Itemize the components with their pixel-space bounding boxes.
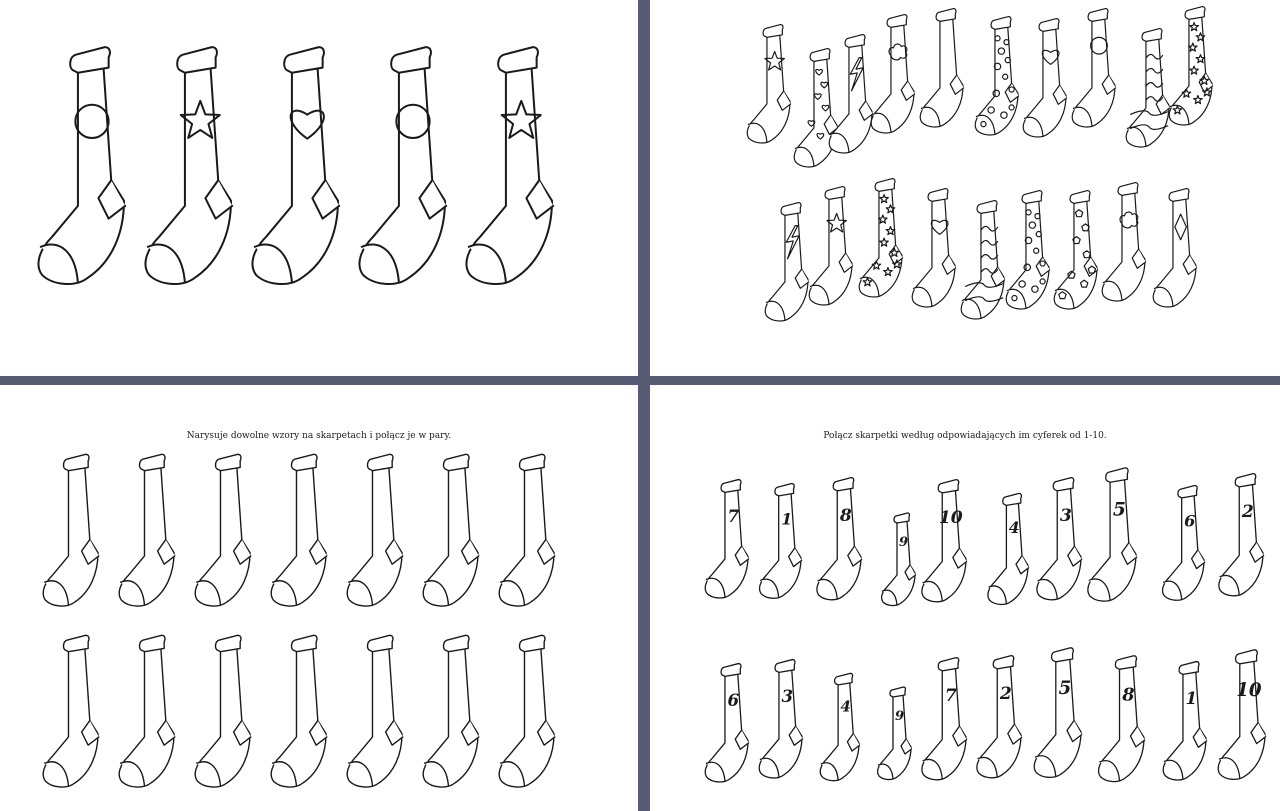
sock-drawing — [42, 453, 556, 788]
worksheet-instruction: Narysuje dowolne wzory na skarpetach i p… — [186, 431, 452, 441]
sock — [1101, 181, 1147, 302]
sock — [251, 46, 341, 285]
svg-text:4: 4 — [840, 698, 851, 716]
sock: 7 — [704, 478, 750, 599]
sock — [960, 199, 1006, 320]
worksheet-draw-patterns: Narysuje dowolne wzory na skarpetach i p… — [0, 385, 638, 811]
sock — [270, 453, 328, 607]
sock — [808, 185, 854, 306]
sock — [1071, 7, 1117, 128]
sock — [974, 15, 1020, 136]
sock — [793, 47, 839, 168]
svg-text:1: 1 — [1185, 688, 1197, 708]
sock — [1053, 189, 1099, 310]
worksheet-match-numbers: Połącz skarpetki według odpowiadających … — [650, 385, 1280, 811]
sock — [870, 13, 916, 134]
svg-text:2: 2 — [1241, 502, 1254, 522]
worksheet-find-pairs — [650, 0, 1280, 376]
sock — [746, 23, 792, 144]
worksheet-pattern-row — [0, 0, 638, 376]
svg-text:1: 1 — [781, 509, 792, 528]
svg-text:2: 2 — [999, 684, 1012, 704]
sock — [118, 634, 176, 788]
sock: 6 — [1161, 484, 1206, 601]
sock — [422, 453, 480, 607]
sock — [358, 46, 448, 285]
svg-text:10: 10 — [1236, 680, 1262, 701]
sock: 4 — [819, 672, 861, 782]
sock: 5 — [1087, 467, 1138, 602]
sock: 9 — [880, 512, 917, 607]
sock — [764, 201, 810, 322]
sock — [270, 634, 328, 788]
svg-text:4: 4 — [1009, 518, 1020, 537]
svg-text:5: 5 — [1113, 498, 1126, 520]
sock: 3 — [1036, 476, 1083, 601]
sock — [911, 187, 957, 308]
svg-text:8: 8 — [1121, 685, 1134, 706]
sock — [194, 453, 252, 607]
sock — [42, 634, 100, 788]
sock — [858, 177, 904, 298]
sock — [1125, 27, 1171, 148]
svg-text:8: 8 — [839, 506, 852, 526]
svg-text:3: 3 — [781, 686, 793, 706]
svg-text:6: 6 — [727, 690, 739, 710]
sock: 6 — [704, 662, 750, 783]
sock — [346, 634, 404, 788]
svg-text:9: 9 — [895, 709, 904, 724]
sock: 5 — [1033, 647, 1083, 778]
svg-text:5: 5 — [1059, 678, 1072, 699]
sock — [37, 46, 127, 285]
sock: 10 — [921, 478, 968, 603]
sock: 2 — [1218, 472, 1265, 597]
svg-text:3: 3 — [1060, 506, 1072, 526]
svg-text:6: 6 — [1184, 511, 1195, 530]
sock — [1168, 5, 1214, 126]
sock: 8 — [1097, 655, 1146, 783]
worksheet-instruction: Połącz skarpetki według odpowiadających … — [823, 431, 1107, 441]
sock — [1005, 189, 1051, 310]
svg-text:9: 9 — [899, 535, 908, 550]
sock — [1022, 17, 1068, 138]
sock — [919, 7, 965, 128]
sock-drawing — [37, 46, 555, 285]
sock: 2 — [976, 654, 1023, 779]
svg-text:7: 7 — [945, 686, 957, 706]
sock — [194, 634, 252, 788]
sock: 4 — [987, 492, 1030, 606]
sock: 9 — [876, 686, 913, 781]
sock — [144, 46, 234, 285]
sock — [422, 634, 480, 788]
sock — [498, 453, 556, 607]
svg-text:10: 10 — [939, 508, 963, 528]
sock: 1 — [758, 482, 803, 599]
svg-text:7: 7 — [727, 506, 739, 526]
sock — [346, 453, 404, 607]
sock — [42, 453, 100, 607]
sock — [498, 634, 556, 788]
sock — [118, 453, 176, 607]
sock: 1 — [1162, 660, 1208, 781]
sock: 3 — [758, 658, 804, 779]
sock — [828, 33, 874, 154]
sock-drawing: 7 1 8 9 10 4 3 5 6 2 6 3 4 9 7 2 5 8 1 10 — [704, 467, 1267, 783]
sock — [1152, 187, 1198, 308]
sock: 7 — [921, 656, 968, 781]
sock — [465, 46, 555, 285]
sock-drawing — [746, 5, 1214, 322]
sock: 10 — [1217, 649, 1267, 780]
sock: 8 — [816, 476, 863, 601]
